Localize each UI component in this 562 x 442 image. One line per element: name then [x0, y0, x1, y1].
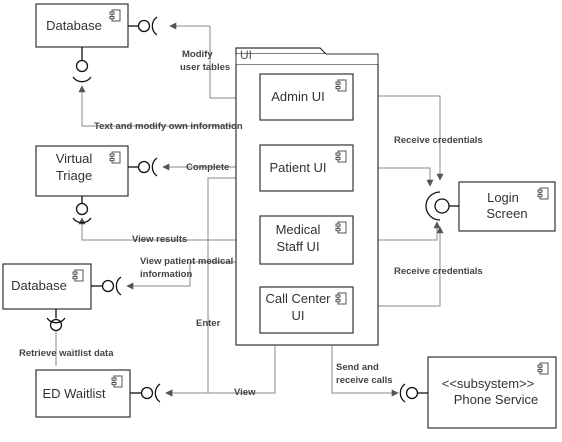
ed-waitlist-label: ED Waitlist: [42, 386, 105, 401]
admin-ui-label: Admin UI: [271, 89, 324, 104]
label-receive-credentials-2: Receive credentials: [394, 266, 483, 277]
call-center-ui-label-1: Call Center: [265, 291, 331, 306]
interface-waitlist-right: [130, 383, 161, 403]
login-screen-label-1: Login: [487, 190, 519, 205]
conn-admin-to-database: [169, 22, 260, 99]
virtual-triage-label-2: Triage: [56, 168, 92, 183]
conn-callcenter-to-waitlist: [165, 333, 276, 397]
interface-database-top-right: [128, 16, 158, 36]
component-login-screen: Login Screen: [458, 181, 556, 232]
component-virtual-triage: Virtual Triage: [35, 145, 129, 197]
medical-staff-ui-label-1: Medical: [276, 222, 321, 237]
label-view: View: [234, 387, 256, 398]
component-database-top: Database: [35, 3, 129, 48]
label-receive-credentials-1: Receive credentials: [394, 135, 483, 146]
component-admin-ui: Admin UI: [259, 73, 354, 121]
label-text-modify-own: Text and modify own information: [94, 121, 243, 132]
component-medical-staff-ui: Medical Staff UI: [259, 215, 354, 265]
conn-medical-to-triage: [78, 217, 260, 241]
conn-medical-to-database: [126, 261, 240, 290]
label-view-results: View results: [132, 234, 187, 245]
conn-admin-to-login: [353, 95, 444, 181]
database-top-label: Database: [46, 18, 102, 33]
conn-callcenter-to-login: [353, 226, 444, 307]
label-send-receive-1: Send and: [336, 362, 379, 373]
component-ed-waitlist: ED Waitlist: [35, 369, 131, 418]
medical-staff-ui-label-2: Staff UI: [276, 239, 319, 254]
login-screen-label-2: Screen: [486, 206, 527, 221]
conn-callcenter-to-phone: [331, 333, 399, 397]
interface-database-left-bottom: [46, 309, 66, 332]
label-view-patient-1: View patient medical: [140, 256, 233, 267]
interface-triage-bottom: [72, 196, 92, 224]
component-patient-ui: Patient UI: [259, 144, 354, 192]
interface-phone-left: [399, 383, 428, 403]
interface-login-left: [425, 191, 459, 221]
call-center-ui-label-2: UI: [292, 308, 305, 323]
conn-patient-to-login: [353, 167, 434, 187]
virtual-triage-label-1: Virtual: [56, 151, 93, 166]
phone-service-stereotype: <<subsystem>>: [442, 376, 535, 391]
label-modify-2: user tables: [180, 62, 230, 73]
patient-ui-label: Patient UI: [269, 160, 326, 175]
component-phone-service: <<subsystem>> Phone Service: [427, 356, 557, 429]
label-send-receive-2: receive calls: [336, 375, 393, 386]
component-call-center-ui: Call Center UI: [259, 286, 354, 334]
interface-database-left-right: [91, 276, 122, 296]
label-modify-1: Modify: [182, 49, 213, 60]
interface-database-top-bottom: [72, 47, 92, 83]
label-complete: Complete: [186, 162, 229, 173]
interface-triage-right: [128, 157, 158, 177]
database-left-label: Database: [11, 278, 67, 293]
label-retrieve-waitlist: Retrieve waitlist data: [19, 348, 114, 359]
label-view-patient-2: information: [140, 269, 192, 280]
component-database-left: Database: [2, 263, 92, 310]
ui-frame-title: UI: [240, 48, 252, 62]
label-enter: Enter: [196, 318, 221, 329]
phone-service-label: Phone Service: [454, 392, 539, 407]
